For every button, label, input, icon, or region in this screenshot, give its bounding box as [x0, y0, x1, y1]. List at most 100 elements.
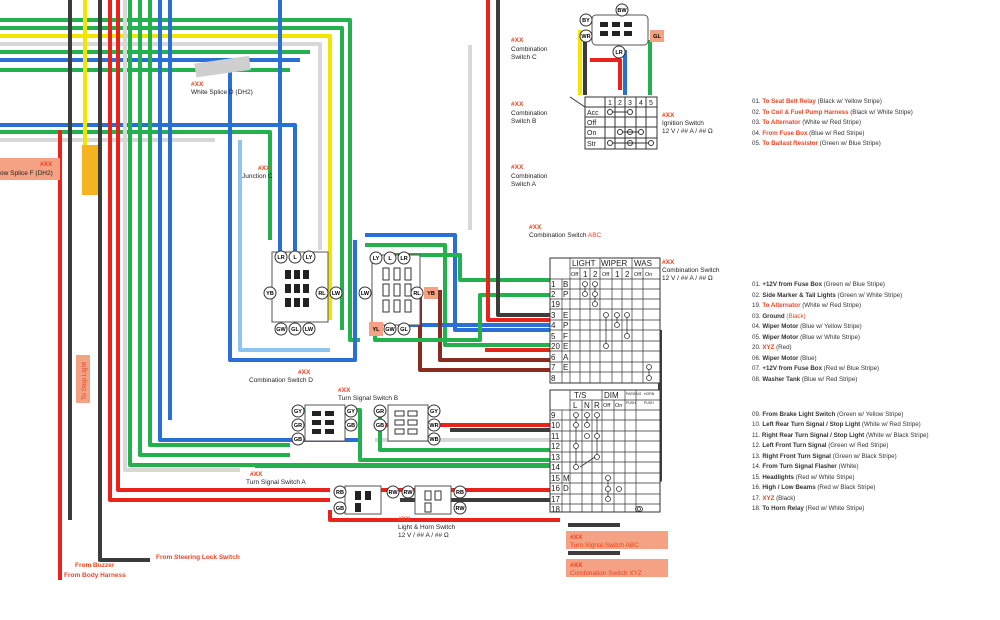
label-turn-signal-b: Turn Signal Switch B: [338, 395, 398, 402]
combo-row-num-2: 19: [551, 300, 560, 309]
combo-legend-item: 05. Wiper Motor (Blue w/ White Stripe): [752, 334, 860, 341]
combo-xyz-box: [566, 559, 668, 577]
pin-wr-b3: WR: [429, 423, 438, 429]
combo-row-num-6: 20: [551, 342, 560, 351]
combo-row-num-7: 6: [551, 353, 556, 362]
tag-junction-c: #XX: [258, 165, 271, 172]
combo-row-num-0: 1: [551, 280, 556, 289]
label-from-buzzer: From Buzzer: [75, 562, 115, 569]
combo-legend-item: 11. Right Rear Turn Signal / Stop Light …: [752, 432, 929, 439]
label-ignition-2: 12 V / ## A / ## Ω: [662, 128, 713, 135]
pin-wr: WR: [581, 34, 590, 40]
combo-sub-3: Off: [602, 272, 610, 278]
combo-sub-7: On: [645, 272, 652, 278]
combo-legend-item: 19. To Alternator (White w/ Red Stripe): [752, 302, 861, 309]
connector-pins: BY BW WR LR GL LR L LY YB RL LW GW GL LW…: [263, 3, 664, 515]
wire-bundle: [0, 0, 662, 580]
label-turn-signal-abc: Turn Signal Switch ABC: [570, 542, 639, 549]
pin-rb-l: RB: [336, 490, 344, 496]
combo-legend-item: 09. From Brake Light Switch (Green w/ Ye…: [752, 411, 903, 418]
white-splice-f-box: [0, 158, 60, 180]
combo-legend-item: 16. High / Low Beams (Red w/ Black Strip…: [752, 484, 875, 491]
combo-b-row-num-0: 9: [551, 411, 556, 420]
ign-row-off: Off: [587, 120, 596, 127]
pin-ly-m: LY: [373, 256, 380, 262]
ign-legend-item: 02. To Coil & Fuel Pump Harness (Black w…: [752, 109, 913, 116]
label-light-horn-1: Light & Horn Switch: [398, 524, 455, 531]
combo-legend-item: 10. Left Rear Turn Signal / Stop Light (…: [752, 421, 921, 428]
pin-l-m: L: [388, 256, 392, 262]
label-combo-right-1: Combination Switch: [662, 267, 720, 274]
tag-combo-d: #XX: [298, 369, 311, 376]
pin-by: BY: [582, 18, 590, 24]
combo-legend-item: 18. To Horn Relay (Red w/ White Stripe): [752, 505, 864, 512]
combo-legend-item: 06. Wiper Motor (Blue): [752, 355, 817, 362]
combo-legend-item: 08. Washer Tank (Blue w/ Red Stripe): [752, 376, 857, 383]
tag-combo-a: #XX: [511, 164, 524, 171]
pin-yb-d: YB: [266, 291, 274, 297]
combo-switch-table-bottom: T/S DIM PASSING HORN L N R Off On PUSH P…: [549, 389, 661, 514]
combo-legend-item: 17. XYZ (Black): [752, 495, 795, 502]
ign-legend-item: 03. To Alternator (White w/ Red Stripe): [752, 119, 861, 126]
pin-gr-b: GR: [294, 423, 302, 429]
combo-row-code-8: E: [563, 363, 568, 372]
label-combo-d: Combination Switch D: [249, 377, 313, 384]
combo-sub-0: Off: [571, 272, 579, 278]
combo-legend-item: 04. Wiper Motor (Blue w/ Yellow Stripe): [752, 323, 862, 330]
pin-l-d: L: [293, 255, 297, 261]
combo-b-row-num-6: 15: [551, 474, 560, 483]
combo-row-code-7: A: [563, 353, 569, 362]
pin-rb-r: RB: [456, 490, 464, 496]
label-turn-signal-a: Turn Signal Switch A: [246, 479, 306, 486]
ign-head-1: 1: [608, 100, 612, 107]
combo-legend-top: 01. +12V from Fuse Box (Green w/ Blue St…: [752, 281, 902, 383]
pin-yb-m: YB: [427, 291, 435, 297]
ign-row-acc: Acc: [587, 110, 599, 117]
white-splice-f-marker: [82, 145, 98, 195]
combo-row-code-1: P: [563, 290, 568, 299]
pin-rl-m: RL: [413, 291, 421, 297]
combo-row-num-3: 3: [551, 311, 556, 320]
pin-gy-b2: GY: [347, 409, 355, 415]
ign-head-5: 5: [649, 100, 653, 107]
combo-b-row-num-5: 14: [551, 463, 560, 472]
pin-rw-l: RW: [388, 490, 398, 496]
combo-b-sub-6: PUSH: [644, 401, 654, 405]
label-junction-c: Junction C: [242, 173, 273, 180]
pin-wb-b3: WB: [429, 437, 438, 443]
combo-legend-item: 07. +12V from Fuse Box (Red w/ Blue Stri…: [752, 365, 879, 372]
combo-sub-4: 1: [615, 270, 620, 279]
pin-gw-d: GW: [276, 327, 286, 333]
combo-legend-item: 14. From Turn Signal Flasher (White): [752, 463, 859, 470]
label-combo-c-2: Switch C: [511, 54, 537, 61]
combo-legend-item: 03. Ground (Black): [752, 313, 806, 320]
label-combo-a-2: Switch A: [511, 181, 537, 188]
pin-yl-m: YL: [372, 327, 380, 333]
pin-ly-d: LY: [306, 255, 313, 261]
combo-legend-item: 12. Left Front Turn Signal (Green w/ Red…: [752, 442, 888, 449]
pin-gb-b3: GB: [376, 423, 384, 429]
pin-gw-m: GW: [385, 327, 395, 333]
combo-b-sub-0: L: [573, 401, 578, 410]
combo-b-row-num-4: 13: [551, 453, 560, 462]
label-combo-c-1: Combination: [511, 46, 548, 53]
pin-gl-m: GL: [400, 327, 408, 333]
combo-b-row-num-8: 17: [551, 495, 560, 504]
combo-legend-item: 02. Side Marker & Tail Lights (Green w/ …: [752, 292, 902, 299]
combo-legend-bottom: 09. From Brake Light Switch (Green w/ Ye…: [752, 411, 929, 512]
label-combo-xyz: Combination Switch XYZ: [570, 570, 642, 577]
label-combo-b-1: Combination: [511, 110, 548, 117]
combo-row-code-0: B: [563, 280, 568, 289]
tag-ignition: #XX: [662, 112, 675, 119]
combo-b-sub-4: On: [615, 403, 622, 409]
combo-group-ts: T/S: [574, 391, 586, 400]
combo-sub-5: 2: [625, 270, 630, 279]
combo-sub-6: Off: [634, 272, 642, 278]
combo-group-passing: PASSING: [626, 392, 642, 396]
combo-legend-item: 20. XYZ (Red): [752, 344, 792, 351]
combo-b-row-num-3: 12: [551, 442, 560, 451]
label-light-horn-2: 12 V / ## A / ## Ω: [398, 532, 449, 539]
ign-head-3: 3: [628, 100, 632, 107]
tag-combo-b: #XX: [511, 101, 524, 108]
tag-white-splice-f: #XX: [40, 161, 53, 168]
